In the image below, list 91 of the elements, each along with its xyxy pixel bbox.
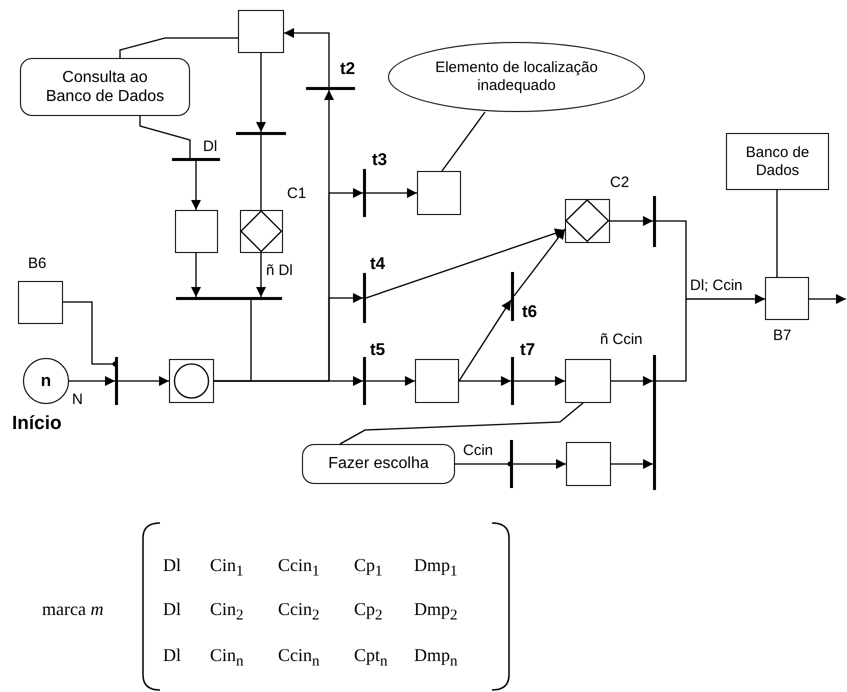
place-diamond-box bbox=[240, 210, 283, 253]
transition-bar bbox=[363, 357, 366, 405]
node-caption: C1 bbox=[287, 186, 306, 202]
node-label: Consulta ao Banco de Dados bbox=[44, 68, 166, 106]
node-caption: C2 bbox=[610, 175, 630, 192]
matrix-entry: Ccin$_{1}$ bbox=[278, 556, 320, 580]
matrix-entry: Dl bbox=[163, 646, 181, 666]
token-count: n bbox=[40, 370, 52, 392]
transition-label: t5 bbox=[370, 341, 386, 360]
place-box bbox=[18, 281, 63, 324]
transition-bar bbox=[176, 297, 282, 300]
place-box bbox=[415, 359, 459, 403]
text-box bbox=[726, 133, 829, 190]
arrow bbox=[118, 376, 169, 386]
matrix-entry: Cp$_{1}$ bbox=[354, 556, 383, 580]
transition-bar bbox=[115, 357, 118, 405]
matrix-entry: Dl bbox=[163, 556, 181, 576]
matrix-entry: Dmp$_{n}$ bbox=[414, 646, 458, 670]
arrow bbox=[214, 376, 363, 386]
arrow bbox=[256, 253, 266, 297]
matrix-entry: Cin$_{1}$ bbox=[210, 556, 244, 580]
place-circle bbox=[23, 358, 69, 404]
transition-label: t6 bbox=[522, 303, 538, 322]
arrow bbox=[191, 253, 201, 297]
node-caption: Início bbox=[12, 414, 62, 435]
transition-bar bbox=[653, 355, 656, 490]
transition-bar bbox=[510, 440, 513, 488]
callout-box bbox=[20, 58, 190, 116]
arrow bbox=[69, 376, 115, 386]
connector-line bbox=[340, 402, 584, 445]
arrow bbox=[459, 376, 511, 386]
node-caption: N bbox=[72, 392, 83, 408]
matrix-entry: Dl bbox=[163, 600, 181, 620]
edge-label: Dl; Ccin bbox=[690, 278, 743, 294]
place-box bbox=[238, 10, 284, 53]
transition-label: t2 bbox=[340, 60, 356, 79]
transition-bar bbox=[306, 87, 355, 90]
node-label: Fazer escolha bbox=[327, 454, 430, 474]
matrix-entry: Cp$_{2}$ bbox=[354, 600, 383, 624]
node-caption: B7 bbox=[773, 328, 792, 344]
connector-line bbox=[260, 135, 262, 210]
arrow bbox=[611, 459, 653, 469]
matrix-entry: Ccin$_{2}$ bbox=[278, 600, 320, 624]
matrix-name: marca m bbox=[42, 600, 104, 620]
arrow bbox=[256, 53, 266, 132]
transition-label: t4 bbox=[370, 255, 386, 274]
arrow bbox=[656, 294, 765, 382]
place-box bbox=[565, 359, 611, 403]
transition-bar bbox=[511, 272, 514, 321]
arrow bbox=[513, 228, 566, 296]
place-box bbox=[566, 442, 611, 486]
arrow bbox=[611, 376, 653, 386]
connector-line bbox=[139, 116, 191, 158]
node-label: Banco de Dados bbox=[744, 144, 810, 180]
matrix-entry: Cpt$_{n}$ bbox=[354, 646, 388, 670]
arrow bbox=[458, 300, 512, 382]
matrix-entry: Ccin$_{n}$ bbox=[278, 646, 320, 670]
arrow bbox=[366, 228, 566, 299]
dot-ended-line bbox=[455, 462, 512, 466]
place-box bbox=[417, 171, 461, 215]
arrow bbox=[809, 294, 846, 304]
connector-line bbox=[119, 37, 238, 58]
arrow bbox=[513, 459, 566, 469]
matrix-entry: Cin$_{2}$ bbox=[210, 600, 244, 624]
matrix-entry: Dmp$_{2}$ bbox=[414, 600, 458, 624]
arrow bbox=[514, 376, 565, 386]
arrow bbox=[366, 188, 417, 198]
node-caption: B6 bbox=[28, 256, 46, 272]
callout-box bbox=[302, 444, 455, 484]
node-caption: Dl bbox=[203, 139, 218, 156]
place-box bbox=[175, 210, 218, 253]
transition-label: t3 bbox=[372, 151, 388, 170]
matrix-entry: Dmp$_{1}$ bbox=[414, 556, 458, 580]
transition-bar bbox=[653, 196, 656, 247]
place-box bbox=[765, 277, 809, 320]
transition-bar bbox=[172, 158, 220, 161]
dot-ended-line bbox=[63, 301, 118, 366]
transition-bar bbox=[236, 132, 286, 135]
transition-bar bbox=[511, 357, 514, 405]
matrix-entry: Cin$_{n}$ bbox=[210, 646, 244, 670]
connector-line bbox=[776, 190, 778, 277]
arrow bbox=[610, 216, 653, 226]
arrow bbox=[284, 28, 330, 87]
transition-bar bbox=[363, 273, 366, 323]
connector-line bbox=[441, 112, 486, 172]
transition-bar bbox=[363, 169, 366, 217]
arrow bbox=[366, 376, 415, 386]
arrow bbox=[191, 161, 201, 210]
place-diamond-box bbox=[565, 199, 610, 243]
node-label: Elemento de localização inadequado bbox=[434, 59, 599, 95]
transition-label: t7 bbox=[520, 341, 536, 360]
